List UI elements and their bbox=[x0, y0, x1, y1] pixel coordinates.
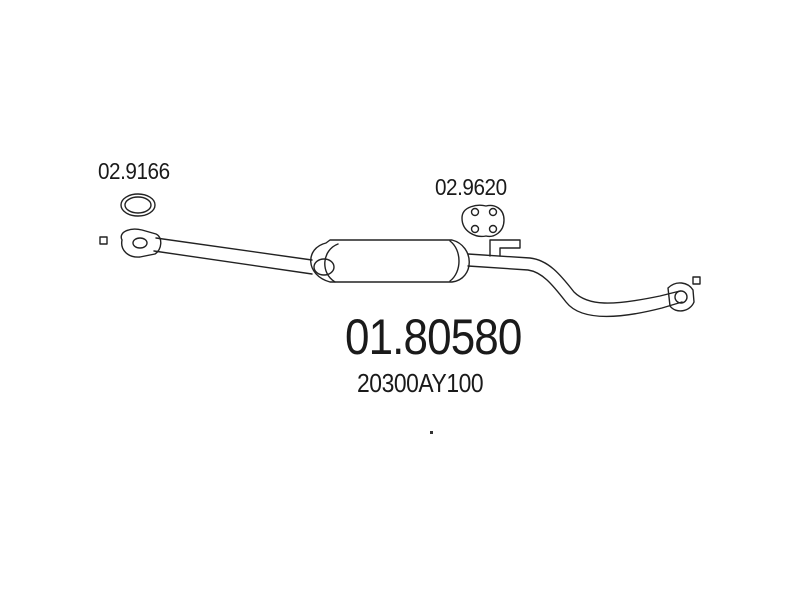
front-flange bbox=[120, 228, 162, 258]
rubber-hanger-icon bbox=[461, 204, 505, 238]
inlet-pipe bbox=[153, 237, 335, 276]
rear-flange bbox=[667, 282, 695, 312]
gasket-ring-icon bbox=[120, 193, 156, 217]
front-flange-marker bbox=[99, 236, 108, 245]
muffler-body bbox=[310, 239, 470, 283]
rear-flange-marker bbox=[692, 276, 701, 285]
accessory-code-hanger: 02.9620 bbox=[435, 174, 507, 200]
stray-dot bbox=[430, 431, 433, 434]
accessory-code-gasket: 02.9166 bbox=[98, 158, 170, 184]
outlet-pipe bbox=[467, 253, 683, 318]
hanger-bracket bbox=[489, 239, 521, 257]
oem-number: 20300AY100 bbox=[357, 368, 484, 398]
part-number: 01.80580 bbox=[345, 309, 522, 365]
